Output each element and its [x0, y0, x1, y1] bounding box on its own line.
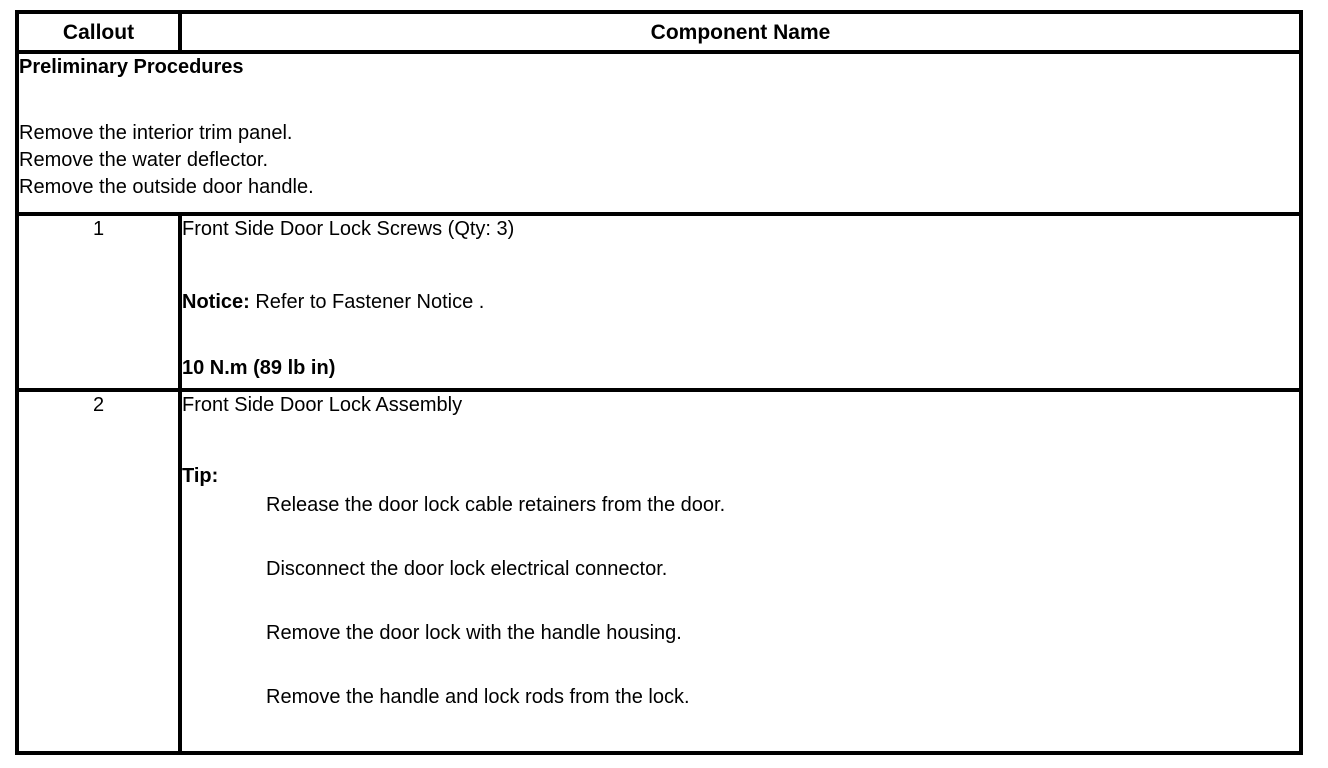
- callout-number-2: 2: [15, 388, 182, 755]
- table-row: 2 Front Side Door Lock Assembly Tip: Rel…: [15, 388, 1303, 755]
- callout-number-1: 1: [15, 212, 182, 392]
- preliminary-step: Remove the outside door handle.: [19, 176, 314, 198]
- component-name-text: Front Side Door Lock Screws (Qty: 3): [182, 218, 515, 240]
- preliminary-step: Remove the water deflector.: [19, 149, 269, 171]
- preliminary-steps-list: Remove the interior trim panel. Remove t…: [19, 120, 1299, 201]
- torque-spec-text: 10 N.m (89 lb in): [182, 357, 336, 379]
- component-name-column-header: Component Name: [178, 10, 1303, 54]
- notice-text: Refer to Fastener Notice .: [249, 291, 485, 313]
- preliminary-step: Remove the interior trim panel.: [19, 122, 293, 144]
- preliminary-procedures-row: Preliminary Procedures Remove the interi…: [15, 50, 1303, 216]
- component-callout-table: Callout Component Name Preliminary Proce…: [15, 10, 1303, 755]
- tip-step: Remove the handle and lock rods from the…: [266, 686, 690, 708]
- table-header-row: Callout Component Name: [15, 10, 1303, 54]
- tip-step: Release the door lock cable retainers fr…: [266, 494, 726, 516]
- table-row: 1 Front Side Door Lock Screws (Qty: 3) N…: [15, 212, 1303, 392]
- component-cell-1: Front Side Door Lock Screws (Qty: 3) Not…: [178, 212, 1303, 392]
- tip-step: Disconnect the door lock electrical conn…: [266, 558, 668, 580]
- component-name-text: Front Side Door Lock Assembly: [182, 394, 463, 416]
- notice-line: Notice: Refer to Fastener Notice .: [182, 289, 1299, 315]
- callout-column-header: Callout: [15, 10, 182, 54]
- tip-label: Tip:: [182, 465, 219, 487]
- component-cell-2: Front Side Door Lock Assembly Tip: Relea…: [178, 388, 1303, 755]
- notice-label: Notice:: [182, 291, 250, 313]
- preliminary-procedures-cell: Preliminary Procedures Remove the interi…: [15, 50, 1303, 216]
- preliminary-procedures-title: Preliminary Procedures: [19, 56, 244, 78]
- tip-step: Remove the door lock with the handle hou…: [266, 622, 682, 644]
